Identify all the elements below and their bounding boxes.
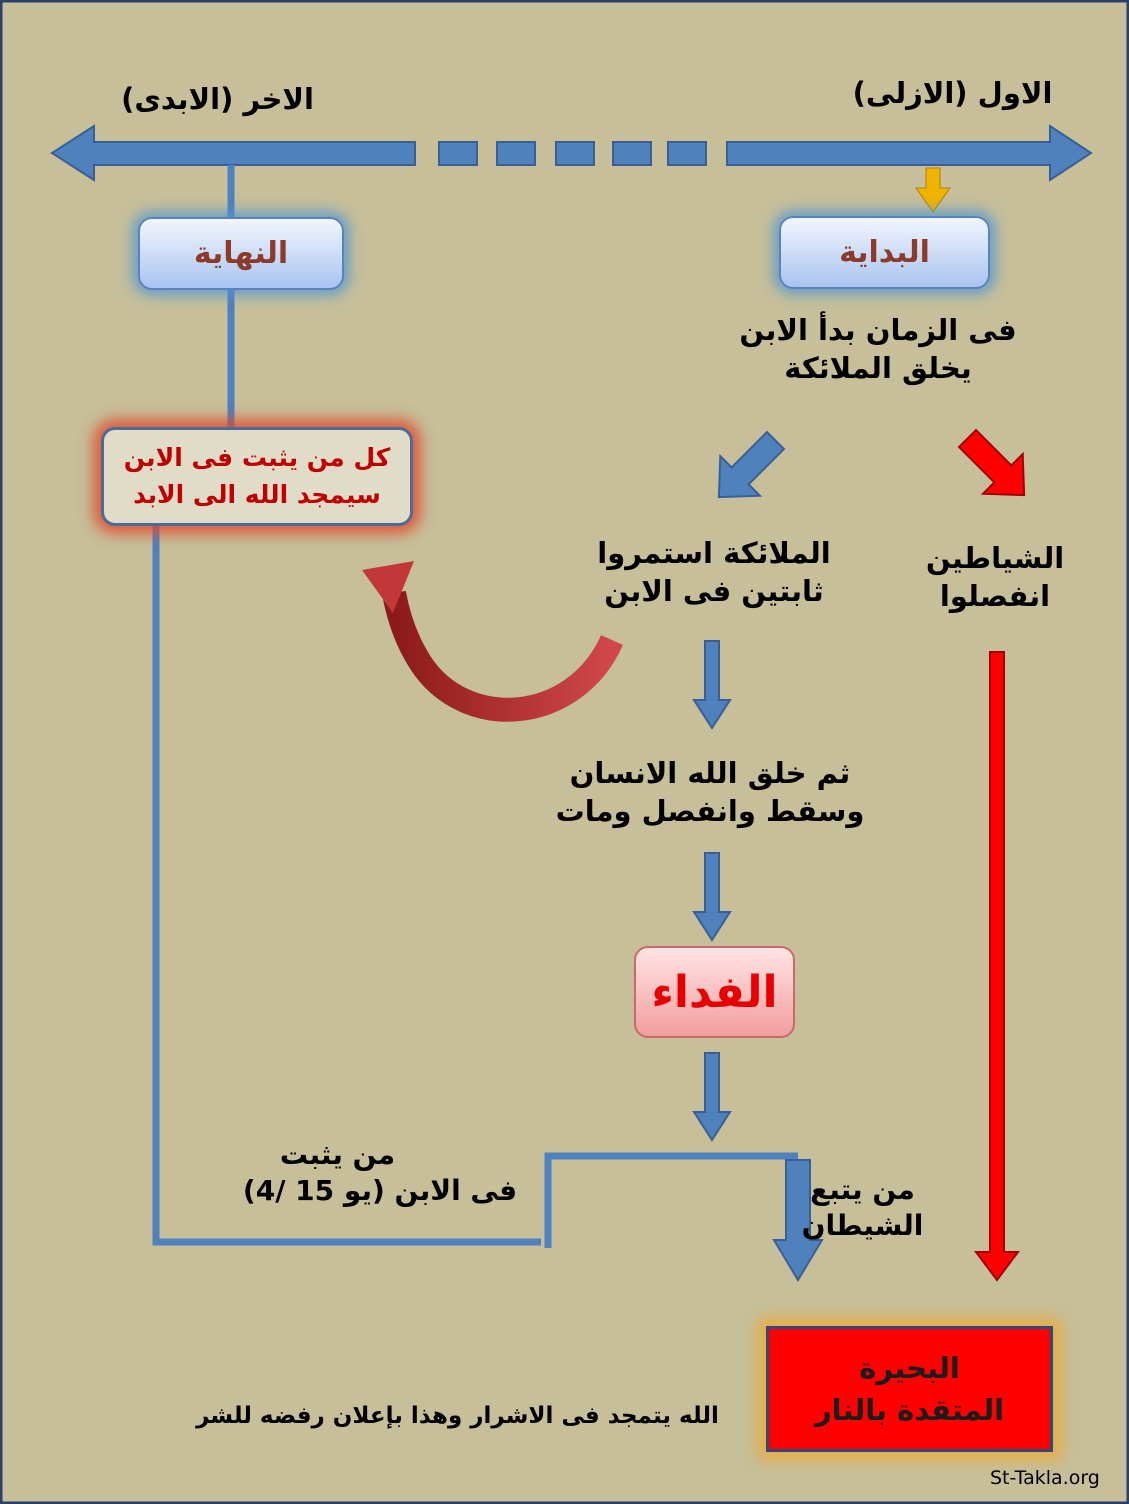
curved-red-arrow: [362, 561, 623, 722]
beginning-box: البداية: [779, 216, 990, 289]
man-created-line2: وسقط وانفصل ومات: [555, 793, 865, 828]
timeline-dash-2: [496, 141, 536, 166]
satan-path-arrow: [772, 1159, 824, 1282]
down-arrow-to-man: [692, 640, 732, 730]
abide-box-line2: سيمجد الله الى الابد: [133, 479, 381, 509]
devils-text: الشياطين انفصلوا: [915, 540, 1075, 615]
timeline-dash-4: [612, 141, 652, 166]
devils-line2: انفصلوا: [939, 578, 1051, 613]
timeline-last-label: الاخر (الابدى): [121, 82, 314, 116]
satan-path-line2: الشيطان: [801, 1209, 924, 1243]
end-box: النهاية: [138, 217, 344, 290]
angels-created-line1: فى الزمان بدأ الابن: [739, 313, 1017, 347]
lake-of-fire-box: البحيرة المتقدة بالنار: [766, 1326, 1053, 1452]
angels-stayed-text: الملائكة استمروا ثابتين فى الابن: [585, 535, 843, 610]
satan-path-line1: من يتبع: [810, 1173, 915, 1206]
lake-box-line1: البحيرة: [859, 1350, 960, 1385]
blue-down-arrows: [692, 640, 732, 1142]
watermark: St-Takla.org: [990, 1467, 1100, 1489]
angels-stayed-line2: ثابتين فى الابن: [604, 573, 824, 608]
angels-created-line2: يخلق الملائكة: [784, 350, 972, 385]
man-created-line1: ثم خلق الله الانسان: [569, 756, 851, 790]
abide-box-line1: كل من يثبت فى الابن: [123, 443, 391, 473]
satan-path-text: من يتبع الشيطان: [800, 1172, 925, 1245]
step-path-line: [544, 1152, 798, 1248]
lake-box-line2: المتقدة بالنار: [814, 1393, 1005, 1427]
red-diagonal-arrow: [957, 428, 1026, 497]
redemption-box: الفداء: [634, 946, 795, 1038]
down-arrow-to-redemption: [692, 852, 732, 942]
abide-box: كل من يثبت فى الابن سيمجد الله الى الابد: [101, 427, 413, 526]
timeline-left-arrow: [50, 124, 416, 182]
abide-path-text: من يثبت فى الابن (يو 15 /4): [230, 1137, 530, 1210]
timeline-dash-5: [667, 141, 707, 166]
timeline-first-label: الاول (الازلى): [852, 76, 1053, 110]
glorified-text: الله يتمجد فى الاشرار وهذا بإعلان رفضه ل…: [196, 1403, 719, 1429]
down-arrow-from-redemption: [692, 1052, 732, 1142]
timeline-right-arrow: [726, 124, 1093, 182]
abide-path-line2: فى الابن (يو 15 /4): [242, 1174, 518, 1208]
abide-path-line1: من يثبت: [279, 1138, 396, 1171]
timeline-dash-1: [438, 141, 478, 166]
timeline-arrow: [50, 124, 1093, 182]
angels-stayed-line1: الملائكة استمروا: [597, 536, 831, 570]
timeline-dash-3: [555, 141, 595, 166]
blue-diagonal-arrow: [717, 430, 786, 499]
devils-to-lake-arrow: [974, 651, 1020, 1282]
abide-path-line: [152, 522, 541, 1246]
devils-line1: الشياطين: [925, 541, 1065, 575]
gold-down-arrow: [915, 167, 951, 213]
angels-created-text: فى الزمان بدأ الابن يخلق الملائكة: [728, 312, 1028, 387]
man-created-text: ثم خلق الله الانسان وسقط وانفصل ومات: [555, 755, 865, 830]
left-connectors: [152, 165, 541, 1246]
